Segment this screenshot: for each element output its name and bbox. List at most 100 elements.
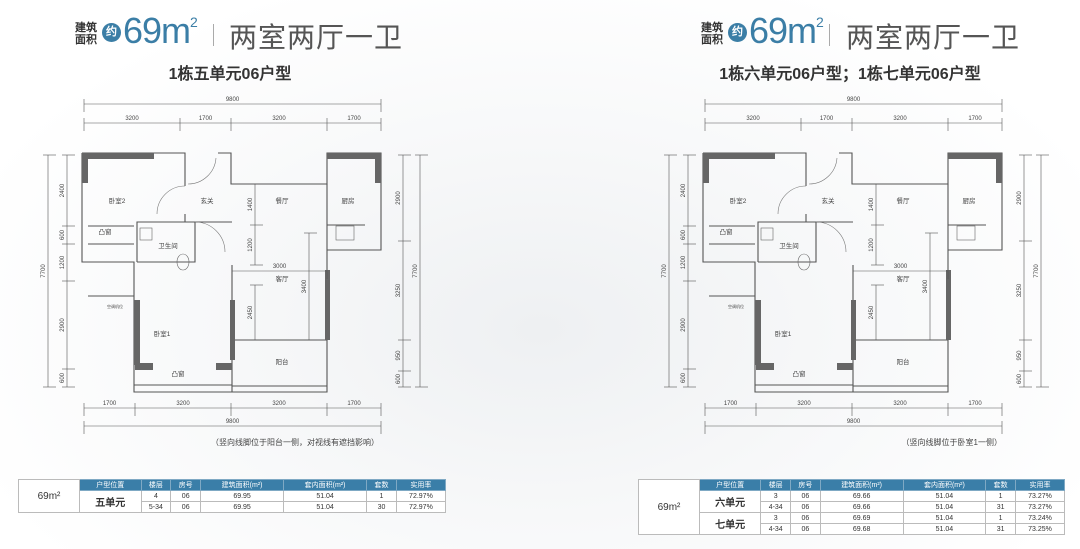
- plan-header-left: 建筑面积 约 69m2 两室两厅一卫: [0, 10, 540, 54]
- room-label: 卧室2: [730, 196, 747, 205]
- unit-cell: 七单元: [698, 512, 762, 535]
- dimension-label: 1200: [869, 238, 875, 252]
- wall: [709, 261, 949, 393]
- room-label: 卧室1: [154, 329, 171, 338]
- dimension-label: 1700: [724, 401, 738, 407]
- cell: 69.95: [200, 490, 285, 502]
- dimension-label: 2450: [248, 305, 254, 319]
- cell: 06: [790, 501, 821, 513]
- dimension-label: 3200: [176, 401, 190, 407]
- door-arc: [156, 185, 186, 215]
- col-header: 户型位置: [79, 479, 142, 491]
- wall: [136, 214, 186, 262]
- area-superscript: 2: [190, 14, 198, 30]
- wall: [757, 214, 807, 262]
- dimension-label: 600: [1017, 373, 1023, 384]
- dimension-label: 3250: [1017, 283, 1023, 297]
- structural-wall: [703, 153, 709, 183]
- dimension-label: 600: [396, 373, 402, 384]
- dimension-label: 2900: [396, 191, 402, 205]
- cell: 73.27%: [1014, 501, 1066, 513]
- dimension-label: 1400: [248, 197, 254, 211]
- area-value: 69m2: [749, 10, 824, 52]
- dimension-label: 1200: [248, 238, 254, 252]
- structural-wall: [756, 363, 774, 370]
- unit-cell: 六单元: [698, 490, 762, 513]
- structural-wall: [327, 153, 381, 159]
- area-superscript: 2: [816, 14, 824, 30]
- dimension-label: 3200: [797, 401, 811, 407]
- dimension-label: 9800: [226, 419, 240, 425]
- dimension-label: 600: [681, 229, 687, 240]
- wall: [88, 261, 328, 393]
- table-row: 4-34 06 69.66 51.04 31 73.27%: [639, 501, 1066, 513]
- dimension-label: 7700: [41, 264, 47, 278]
- area-number: 69m: [749, 10, 817, 51]
- structural-wall: [948, 153, 1002, 159]
- structural-wall: [946, 270, 951, 340]
- sink-icon: [760, 227, 774, 241]
- room-label: 卧室1: [775, 329, 792, 338]
- table-row: 五单元 4 06 69.95 51.04 1 72.97%: [19, 490, 447, 513]
- room-label: 凸窗: [99, 227, 112, 236]
- dimension-label: 3200: [125, 116, 139, 122]
- cell: 3: [760, 490, 792, 502]
- dimension-label: 3000: [894, 264, 908, 270]
- wall: [702, 153, 709, 263]
- door-arc: [815, 221, 847, 253]
- dimension-label: 9800: [847, 419, 861, 425]
- room-label: 玄关: [822, 196, 836, 205]
- dimension-label: 2400: [681, 183, 687, 197]
- dimension-label: 1700: [347, 116, 361, 122]
- cell: 69.66: [819, 490, 904, 502]
- cell: 72.97%: [395, 490, 447, 502]
- cell: 69.66: [819, 501, 904, 513]
- cell: 51.04: [902, 501, 987, 513]
- cell: 06: [790, 512, 821, 524]
- dimension-label: 600: [60, 229, 66, 240]
- structural-wall: [996, 153, 1002, 183]
- dimension-label: 9800: [847, 97, 861, 103]
- structural-wall: [755, 300, 761, 365]
- room-label: 凸窗: [172, 369, 185, 378]
- cell: 69.68: [819, 523, 904, 535]
- cell: 1: [985, 512, 1016, 524]
- cell: 31: [985, 523, 1016, 535]
- dimension-label: 2450: [869, 305, 875, 319]
- unit-title-left: 1栋五单元06户型: [168, 66, 292, 83]
- cell: 4-34: [760, 523, 792, 535]
- door-arc: [187, 157, 217, 185]
- structural-wall: [703, 153, 775, 159]
- unit-title-right: 1栋六单元06户型；1栋七单元06户型: [719, 66, 981, 83]
- table-row: 七单元 3 06 69.69 51.04 1 73.24%: [639, 512, 1066, 535]
- divider: [213, 24, 214, 46]
- type-cell: 69m²: [18, 479, 80, 513]
- cell: 51.04: [902, 512, 987, 524]
- dimension-label: 3200: [746, 116, 760, 122]
- toilet-icon: [176, 253, 190, 271]
- wall: [218, 152, 382, 251]
- area-number: 69m: [123, 10, 191, 51]
- dimension-label: 3200: [893, 116, 907, 122]
- cell: 31: [985, 501, 1016, 513]
- dimension-label: 1700: [820, 116, 834, 122]
- room-label: 空调机位: [728, 303, 744, 309]
- col-header: 楼层: [760, 479, 792, 491]
- structural-wall: [375, 153, 381, 183]
- dimension-label: 7700: [413, 264, 419, 278]
- room-label: 卧室2: [109, 196, 126, 205]
- cell: 51.04: [283, 501, 368, 513]
- cell: 73.24%: [1014, 512, 1066, 524]
- room-label: 凸窗: [793, 369, 806, 378]
- dimension-label: 9800: [226, 97, 240, 103]
- col-header: 建筑面积(m²): [819, 479, 904, 491]
- unit-table-right: 69m² 户型位置 楼层 房号 建筑面积(m²) 套内面积(m²) 套数 实用率…: [638, 479, 1066, 535]
- cell: 51.04: [902, 523, 987, 535]
- about-badge: 约: [728, 23, 747, 42]
- door-arc: [808, 157, 838, 185]
- door-arc: [777, 185, 807, 215]
- structural-wall: [82, 153, 154, 159]
- room-label: 卫生间: [158, 241, 178, 250]
- col-header: 楼层: [140, 479, 172, 491]
